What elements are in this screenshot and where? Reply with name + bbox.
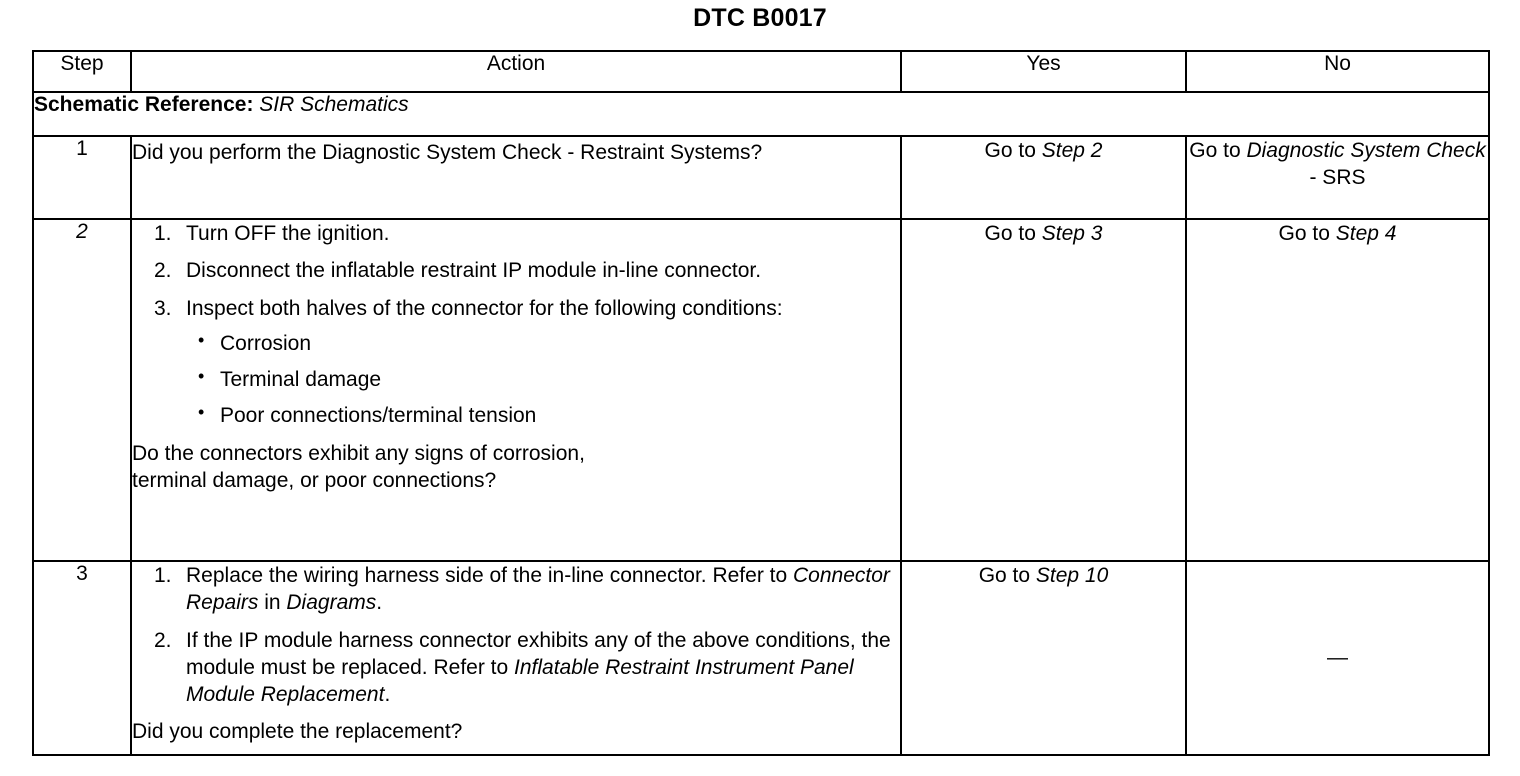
- yes-target-step-3: Step 10: [1035, 564, 1109, 587]
- list-item-reference: Diagrams: [286, 591, 377, 615]
- list-item-number: 1.: [154, 222, 172, 245]
- table-row-step-2: 2 1. Turn OFF the ignition. 2. Disconnec…: [32, 218, 1490, 562]
- bullet-item: Corrosion: [186, 329, 900, 357]
- column-header-no: No: [1185, 50, 1490, 93]
- no-target-step-1: Diagnostic System Check: [1246, 139, 1486, 162]
- table-header-row: Step Action Yes No: [32, 50, 1490, 93]
- list-item-text: Inspect both halves of the connector for…: [186, 296, 783, 320]
- no-dash-step-3: —: [1327, 646, 1348, 670]
- schematic-reference-value: SIR Schematics: [259, 93, 409, 116]
- schematic-reference-row: Schematic Reference: SIR Schematics: [32, 91, 1490, 137]
- list-item-text-seg: Replace the wiring harness side of the i…: [186, 564, 794, 587]
- list-item-text-seg: .: [376, 591, 383, 615]
- action-cell-step-3: 1. Replace the wiring harness side of the…: [130, 560, 902, 756]
- action-ordered-list-step-3: 1. Replace the wiring harness side of the…: [132, 562, 900, 708]
- yes-cell-step-3: Go to Step 10: [900, 560, 1187, 756]
- list-item-text-seg: in: [258, 591, 287, 615]
- step-number-2: 2: [32, 218, 132, 562]
- action-ordered-list-step-2: 1. Turn OFF the ignition. 2. Disconnect …: [132, 220, 900, 430]
- table-row-step-1: 1 Did you perform the Diagnostic System …: [32, 135, 1490, 220]
- yes-target-step-2: Step 3: [1041, 222, 1103, 245]
- step-number-3: 3: [32, 560, 132, 756]
- action-list-item: 2. Disconnect the inflatable restraint I…: [132, 257, 900, 284]
- yes-prefix-step-3: Go to: [978, 564, 1036, 587]
- list-item-text-seg: If the IP module harness connector exhib…: [186, 628, 891, 679]
- list-item-reference: Inflatable Restraint Instrument Panel Mo…: [186, 655, 854, 707]
- no-cell-step-1: Go to Diagnostic System Check - SRS: [1185, 135, 1490, 220]
- action-question-step-2: Do the connectors exhibit any signs of c…: [132, 440, 900, 495]
- step-number-1: 1: [32, 135, 132, 220]
- table-row-step-3: 3 1. Replace the wiring harness side of t…: [32, 560, 1490, 756]
- action-cell-step-2: 1. Turn OFF the ignition. 2. Disconnect …: [130, 218, 902, 562]
- bullet-item: Terminal damage: [186, 365, 900, 393]
- action-list-item: 1. Turn OFF the ignition.: [132, 220, 900, 247]
- yes-target-step-1: Step 2: [1041, 139, 1103, 162]
- list-item-number: 2.: [154, 259, 172, 283]
- schematic-reference-label: Schematic Reference:: [34, 93, 254, 116]
- action-question-line-1: Do the connectors exhibit any signs of c…: [132, 441, 585, 465]
- no-suffix-step-1: - SRS: [1309, 166, 1366, 190]
- column-header-step: Step: [32, 50, 132, 93]
- schematic-reference-cell: Schematic Reference: SIR Schematics: [32, 91, 1490, 137]
- action-cell-step-1: Did you perform the Diagnostic System Ch…: [130, 135, 902, 220]
- list-item-number: 1.: [154, 564, 172, 587]
- action-list-item: 2. If the IP module harness connector exh…: [132, 627, 900, 709]
- column-header-action: Action: [130, 50, 902, 93]
- list-item-number: 2.: [154, 628, 172, 652]
- action-list-item: 3. Inspect both halves of the connector …: [132, 295, 900, 430]
- yes-cell-step-2: Go to Step 3: [900, 218, 1187, 562]
- column-header-yes: Yes: [900, 50, 1187, 93]
- no-cell-step-3: —: [1185, 560, 1490, 756]
- action-question-line-2: terminal damage, or poor connections?: [132, 469, 497, 493]
- yes-prefix-step-2: Go to: [984, 222, 1042, 245]
- list-item-text: Turn OFF the ignition.: [186, 222, 390, 245]
- no-prefix-step-2: Go to: [1278, 222, 1336, 245]
- action-question-step-3: Did you complete the replacement?: [132, 720, 463, 744]
- list-item-text-seg: .: [384, 683, 391, 707]
- no-target-step-2: Step 4: [1335, 222, 1397, 245]
- yes-cell-step-1: Go to Step 2: [900, 135, 1187, 220]
- no-prefix-step-1: Go to: [1189, 139, 1247, 162]
- list-item-number: 3.: [154, 296, 172, 320]
- dtc-diagnostic-table: Step Action Yes No Schematic Reference: …: [32, 50, 1490, 756]
- list-item-text: Disconnect the inflatable restraint IP m…: [186, 259, 762, 283]
- action-question-step-1: Did you perform the Diagnostic System Ch…: [132, 141, 763, 164]
- page-title: DTC B0017: [693, 4, 827, 32]
- list-item-reference: Connector Repairs: [186, 564, 890, 615]
- action-list-item: 1. Replace the wiring harness side of the…: [132, 562, 900, 617]
- no-cell-step-2: Go to Step 4: [1185, 218, 1490, 562]
- yes-prefix-step-1: Go to: [984, 139, 1042, 162]
- bullet-item: Poor connections/terminal tension: [186, 401, 900, 429]
- action-bullet-list-step-2: Corrosion Terminal damage Poor connectio…: [186, 329, 900, 430]
